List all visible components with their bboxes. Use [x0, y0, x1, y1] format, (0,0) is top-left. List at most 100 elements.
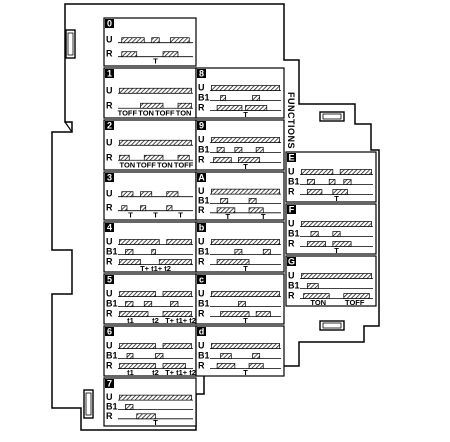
signal-label-r: R: [198, 103, 205, 113]
timing-label: T: [243, 162, 248, 171]
signal-label-u: U: [288, 167, 295, 177]
signal-label-r: R: [106, 361, 113, 371]
signal-pulse: [162, 363, 186, 369]
timing-label: TOFF: [174, 160, 194, 169]
signal-label-b1: B1: [198, 247, 210, 257]
signal-pulse: [216, 259, 250, 265]
signal-pulse: [119, 87, 192, 94]
mode-id-label: 7: [107, 379, 112, 389]
mode-badge: [105, 275, 114, 284]
timing-label: TON: [310, 298, 326, 307]
mode-badge: [105, 69, 114, 78]
signal-pulse: [119, 139, 192, 146]
timing-label: T: [225, 212, 230, 221]
timing-label: T: [243, 316, 248, 325]
mode-id-label: F: [289, 205, 295, 215]
mode-id-label: 5: [107, 275, 112, 285]
signal-pulse: [140, 191, 153, 198]
mode-badge: [197, 223, 206, 232]
timing-label: T: [153, 211, 158, 220]
signal-pulse: [125, 249, 134, 255]
mode-badge: [197, 69, 206, 78]
timing-label: T: [243, 368, 248, 377]
signal-pulse: [119, 363, 156, 369]
signal-label-r: R: [106, 411, 113, 421]
signal-pulse: [301, 273, 372, 279]
timing-label: T+ t1+ t2: [140, 264, 171, 273]
signal-pulse: [162, 291, 192, 297]
signal-pulse: [332, 241, 352, 247]
signal-label-u: U: [198, 186, 205, 196]
signal-label-u: U: [106, 341, 113, 351]
signal-pulse: [248, 198, 257, 204]
signal-label-r: R: [288, 291, 295, 301]
signal-label-b1: B1: [106, 401, 118, 411]
signal-pulse: [213, 157, 232, 163]
signal-pulse: [220, 95, 226, 101]
signal-pulse: [177, 154, 190, 161]
signal-pulse: [328, 179, 336, 185]
mode-id-label: 1: [107, 69, 112, 79]
signal-pulse: [216, 363, 236, 369]
signal-pulse: [119, 394, 192, 401]
timing-label: t2: [152, 368, 159, 377]
signal-pulse: [211, 85, 280, 91]
signal-pulse: [255, 311, 271, 317]
signal-pulse: [310, 231, 319, 237]
signal-pulse: [332, 231, 341, 237]
signal-pulse: [220, 311, 250, 317]
signal-label-u: U: [288, 271, 295, 281]
mode-id-label: 6: [107, 327, 112, 337]
signal-pulse: [140, 205, 147, 212]
housing-notch: [64, 121, 73, 133]
signal-pulse: [162, 311, 192, 317]
mode-id-label: G: [288, 257, 295, 267]
signal-pulse: [166, 191, 179, 198]
signal-pulse: [166, 205, 173, 212]
mode-badge: [105, 19, 114, 28]
signal-label-r: R: [198, 309, 205, 319]
signal-pulse: [151, 249, 156, 255]
mode-id-label: 9: [199, 121, 204, 131]
mode-id-label: d: [199, 327, 205, 337]
mode-id-label: A: [198, 173, 205, 183]
signal-pulse: [303, 293, 330, 299]
mode-badge: [105, 379, 114, 388]
clip-slot-right-top: [319, 111, 345, 122]
signal-label-b1: B1: [198, 195, 210, 205]
timing-label: T: [334, 194, 339, 203]
mode-id-label: c: [199, 275, 204, 285]
signal-pulse: [211, 343, 280, 349]
signal-label-b1: B1: [288, 177, 300, 187]
signal-label-r: R: [288, 187, 295, 197]
signal-pulse: [216, 147, 225, 153]
signal-pulse: [238, 157, 261, 163]
mode-id-label: 4: [107, 223, 112, 233]
signal-pulse: [339, 169, 372, 175]
signal-pulse: [306, 241, 326, 247]
signal-pulse: [252, 353, 261, 359]
mode-cell-frame: [195, 171, 285, 221]
signal-label-u: U: [198, 237, 205, 247]
clip-slot-left-bottom: [83, 389, 94, 419]
signal-label-u: U: [106, 35, 113, 45]
mode-badge: [197, 327, 206, 336]
signal-label-b1: B1: [106, 351, 118, 361]
signal-pulse: [166, 239, 192, 245]
timing-label: T: [243, 110, 248, 119]
signal-pulse: [306, 179, 315, 185]
mode-id-label: b: [199, 223, 205, 233]
signal-pulse: [121, 37, 145, 44]
mode-badge: [287, 205, 296, 214]
mode-cell-frame: [285, 151, 377, 203]
timing-label: t1: [127, 316, 134, 325]
signal-label-u: U: [198, 83, 205, 93]
signal-pulse: [248, 207, 264, 214]
signal-label-r: R: [198, 257, 205, 267]
signal-pulse: [216, 207, 236, 214]
